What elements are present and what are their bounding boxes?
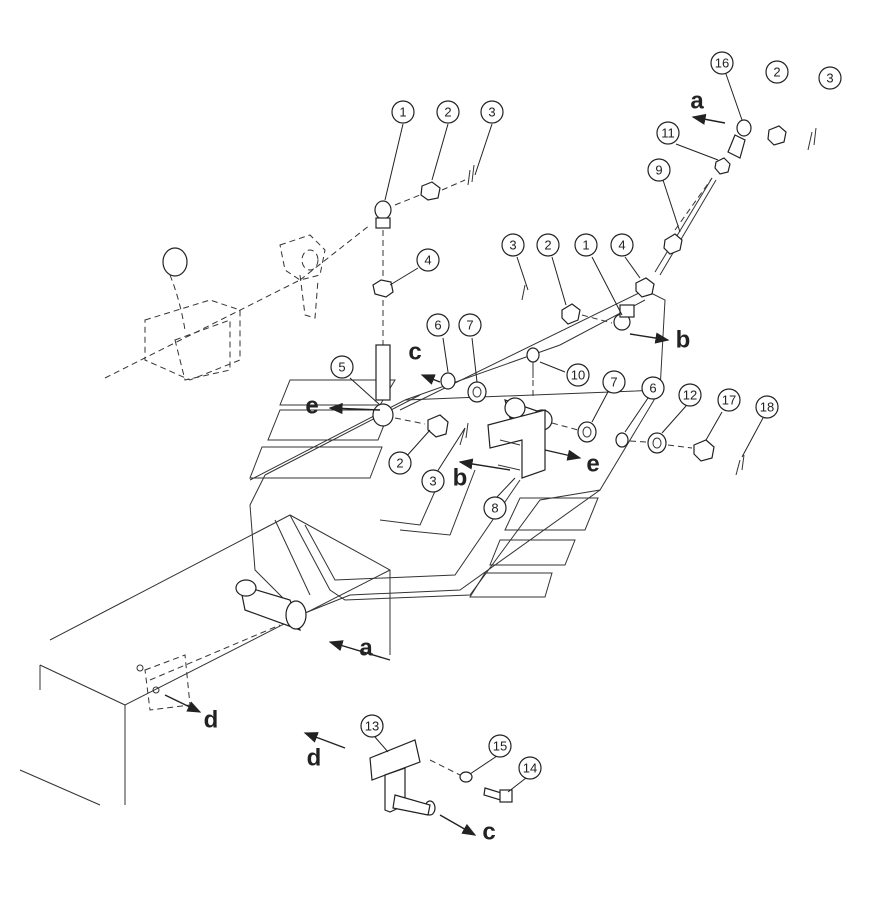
svg-text:16: 16 (715, 56, 729, 71)
callout-10: 10 (566, 363, 590, 387)
callout-9: 9 (647, 158, 671, 182)
callout-6b: 6 (641, 376, 665, 400)
svg-text:9: 9 (655, 163, 662, 178)
letter-a-bottom: a (359, 635, 373, 662)
svg-text:3: 3 (826, 71, 833, 86)
callout-7a: 7 (458, 313, 482, 337)
letter-a-top: a (690, 88, 704, 115)
letter-b-middle: b (453, 465, 468, 492)
callout-1a: 1 (391, 100, 415, 124)
leader-lines (349, 73, 764, 793)
svg-text:11: 11 (661, 126, 675, 141)
callout-2d: 2 (765, 60, 789, 84)
letter-d-left: d (204, 707, 219, 734)
svg-text:17: 17 (722, 393, 736, 408)
callout-6a: 6 (426, 313, 450, 337)
callout-11: 11 (656, 121, 680, 145)
callout-1b: 1 (574, 233, 598, 257)
svg-text:3: 3 (509, 238, 516, 253)
upper-right-parts (561, 119, 817, 331)
svg-text:4: 4 (424, 253, 431, 268)
callout-3c: 3 (421, 469, 445, 493)
left-rod-parts (372, 164, 475, 427)
middle-shaft-parts (394, 347, 745, 479)
callout-12: 12 (678, 383, 702, 407)
svg-text:6: 6 (434, 318, 441, 333)
callout-3a: 3 (480, 100, 504, 124)
housing-frame (19, 289, 666, 806)
callout-labels: 1 2 3 4 5 6 7 8 9 10 11 12 13 14 15 16 1… (330, 51, 842, 780)
svg-text:12: 12 (683, 388, 697, 403)
callout-18: 18 (755, 395, 779, 419)
svg-text:8: 8 (491, 501, 498, 516)
callout-5: 5 (330, 355, 354, 379)
svg-text:1: 1 (582, 238, 589, 253)
svg-text:7: 7 (466, 318, 473, 333)
callout-16: 16 (710, 51, 734, 75)
svg-text:5: 5 (338, 360, 345, 375)
callout-2b: 2 (536, 233, 560, 257)
direction-letters: a a b b c c d d e e (204, 88, 705, 846)
callout-4a: 4 (416, 248, 440, 272)
letter-e-left: e (305, 393, 318, 420)
svg-text:10: 10 (571, 368, 585, 383)
svg-text:4: 4 (618, 238, 625, 253)
callout-14: 14 (518, 756, 542, 780)
svg-text:15: 15 (493, 739, 507, 754)
svg-text:2: 2 (544, 238, 551, 253)
lower-parts (136, 579, 513, 816)
letter-c-top: c (408, 339, 421, 366)
svg-text:2: 2 (773, 65, 780, 80)
svg-text:6: 6 (649, 381, 656, 396)
svg-text:3: 3 (488, 105, 495, 120)
svg-text:2: 2 (444, 105, 451, 120)
callout-17: 17 (717, 388, 741, 412)
callout-3b: 3 (501, 233, 525, 257)
direction-arrows (164, 113, 726, 836)
callout-4b: 4 (610, 233, 634, 257)
svg-text:18: 18 (760, 400, 774, 415)
svg-text:14: 14 (523, 761, 537, 776)
callout-8: 8 (483, 496, 507, 520)
callout-13: 13 (360, 714, 384, 738)
svg-text:1: 1 (399, 105, 406, 120)
callout-15: 15 (488, 734, 512, 758)
letter-e-right: e (586, 451, 599, 478)
control-lever-assembly (104, 224, 371, 381)
letter-b-top: b (676, 327, 691, 354)
svg-text:13: 13 (365, 719, 379, 734)
callout-2c: 2 (388, 451, 412, 475)
svg-text:3: 3 (429, 474, 436, 489)
letter-d-bottom: d (307, 745, 322, 772)
callout-2a: 2 (436, 100, 460, 124)
svg-text:2: 2 (396, 456, 403, 471)
callout-7b: 7 (602, 370, 626, 394)
callout-3d: 3 (818, 66, 842, 90)
letter-c-bottom: c (482, 819, 495, 846)
svg-text:7: 7 (610, 375, 617, 390)
